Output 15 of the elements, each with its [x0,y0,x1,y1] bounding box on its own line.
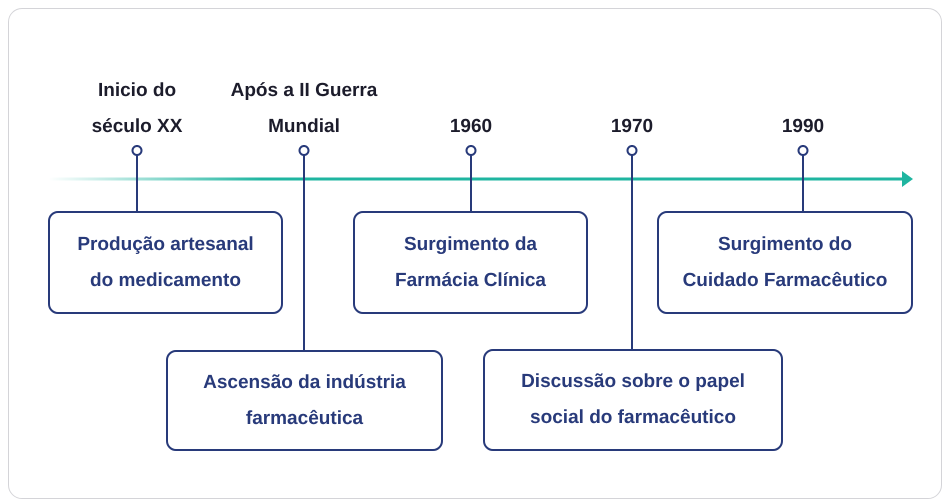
connector-line [298,145,310,350]
event-box: Produção artesanal do medicamento [48,211,283,314]
connector-line [798,145,808,211]
date-label: 1990 [753,55,853,145]
date-label: Inicio do século XX [72,55,202,145]
connector-line [132,145,142,211]
date-label: 1960 [421,55,521,145]
event-box: Surgimento da Farmácia Clínica [353,211,588,314]
connector-line [626,145,638,349]
date-label: 1970 [582,55,682,145]
connector-line [466,145,476,211]
date-label: Após a II Guerra Mundial [214,55,394,145]
event-box: Surgimento do Cuidado Farmacêutico [657,211,913,314]
event-box: Ascensão da indústria farmacêutica [166,350,443,451]
event-box: Discussão sobre o papel social do farmacêutico [483,349,783,451]
